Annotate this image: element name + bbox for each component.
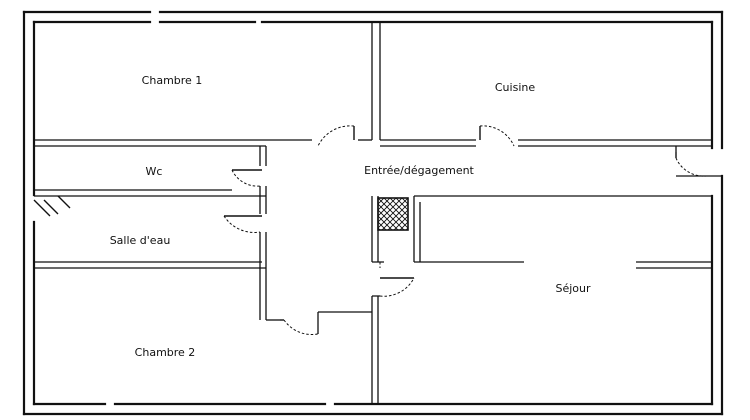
door-cuisine (479, 125, 515, 147)
door-salle-eau (223, 215, 261, 233)
door-wc (231, 169, 261, 187)
door-sejour (379, 277, 415, 297)
label-wc: Wc (146, 165, 163, 178)
label-chambre1: Chambre 1 (142, 74, 203, 87)
door-chambre2 (283, 319, 319, 336)
label-salle-eau: Salle d'eau (110, 234, 171, 247)
interior-walls (34, 22, 722, 404)
door-chambre1 (317, 125, 355, 147)
doors (33, 125, 707, 336)
door-entrance (675, 157, 707, 177)
chimney-icon (377, 197, 409, 231)
label-cuisine: Cuisine (495, 81, 535, 94)
outer-walls (22, 10, 724, 416)
label-sejour: Séjour (555, 282, 591, 295)
label-chambre2: Chambre 2 (135, 346, 196, 359)
label-entree: Entrée/dégagement (364, 164, 474, 177)
